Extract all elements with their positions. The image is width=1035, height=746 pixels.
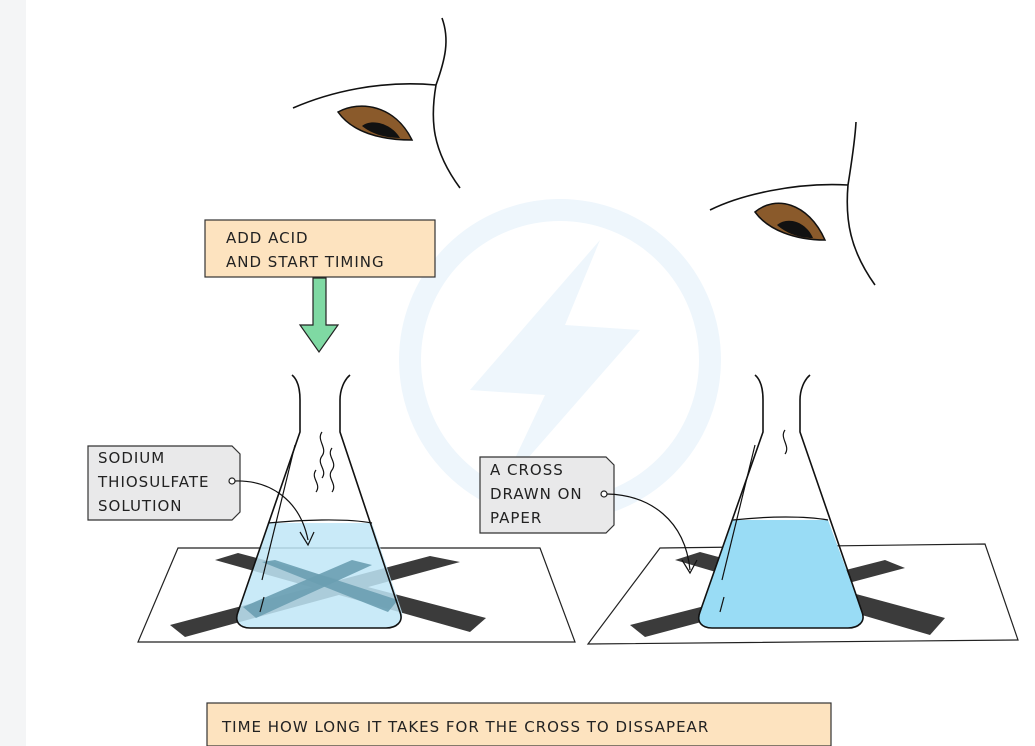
cross-line3: PAPER: [490, 509, 542, 527]
add-acid-line1: ADD ACID: [226, 229, 309, 247]
instruction-text: TIME HOW LONG IT TAKES FOR THE CROSS TO …: [221, 718, 709, 736]
conical-flask-left: [235, 374, 403, 629]
down-arrow-icon: [298, 277, 340, 354]
eye-icon-left: [292, 17, 461, 189]
sodium-line1: SODIUM: [98, 449, 165, 467]
cross-line2: DRAWN ON: [490, 485, 583, 503]
sodium-line3: SOLUTION: [98, 497, 183, 515]
cross-line1: A CROSS: [490, 461, 564, 479]
sodium-thiosulfate-label: SODIUM THIOSULFATE SOLUTION: [87, 445, 315, 547]
eye-icon-right: [709, 121, 876, 286]
conical-flask-right: [697, 374, 864, 629]
add-acid-label: ADD ACID AND START TIMING: [204, 219, 436, 278]
cross-drawn-label: A CROSS DRAWN ON PAPER: [479, 456, 698, 575]
instruction-banner: TIME HOW LONG IT TAKES FOR THE CROSS TO …: [206, 702, 832, 746]
add-acid-line2: AND START TIMING: [226, 253, 385, 271]
sodium-line2: THIOSULFATE: [97, 473, 210, 491]
left-rail: [0, 0, 26, 746]
